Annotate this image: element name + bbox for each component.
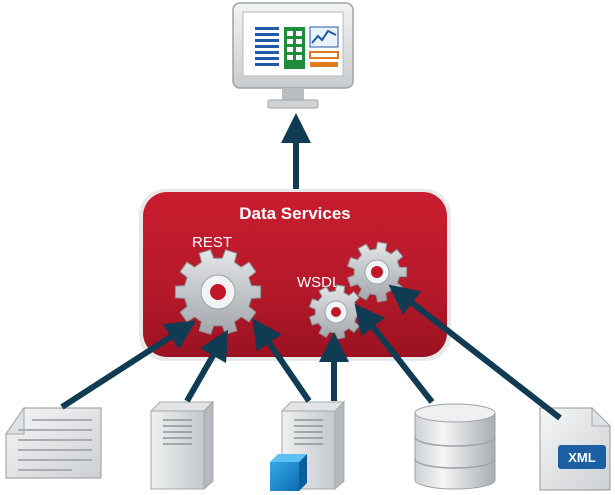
gear-icon-wsdl-small	[308, 284, 364, 340]
arrow-document-to-rest	[60, 320, 197, 410]
screen-spreadsheet-panel	[284, 27, 305, 69]
screen-text-panel	[255, 27, 279, 66]
monitor-icon	[232, 2, 354, 109]
arrow-server-to-rest	[184, 329, 228, 403]
database-icon	[414, 403, 496, 490]
cube-icon	[270, 454, 307, 491]
arrow-database-to-wsdl	[354, 303, 435, 404]
arrow-xml-to-wsdl	[388, 284, 562, 421]
gear-icon-rest	[174, 249, 262, 335]
server-icon	[149, 400, 215, 491]
document-icon	[5, 406, 102, 479]
arrow-server2-to-rest	[252, 318, 312, 403]
xml-badge-label: XML	[568, 450, 596, 465]
hub-title: Data Services	[239, 204, 351, 223]
screen-chart-panel	[309, 26, 339, 67]
rest-label: REST	[192, 234, 232, 251]
xml-file-icon: XML	[539, 406, 612, 491]
wsdl-label: WSDL	[297, 274, 340, 291]
